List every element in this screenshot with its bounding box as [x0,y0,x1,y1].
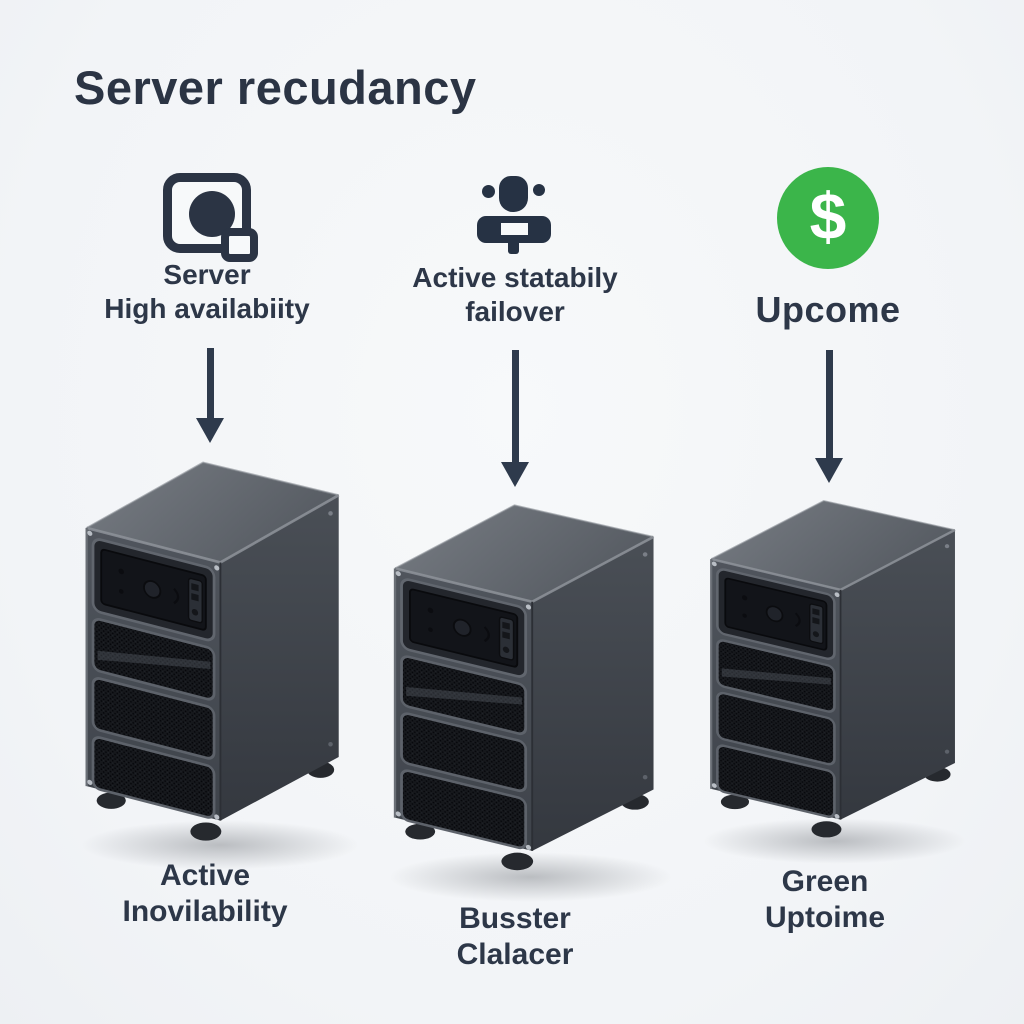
column1-bottom-label: Active Inovilability [35,858,375,930]
page-title: Server recudancy [74,61,477,114]
column2-top-label-line1: Active statabily [412,262,618,293]
photo-frame-badge-icon [221,228,258,262]
cluster-failover-icon [477,172,551,254]
column3-top-label-line1: Upcome [755,289,901,330]
column1-bottom-label-line1: Active [159,859,251,892]
server-tower-1 [73,457,346,857]
arrow-shaft [825,350,833,458]
column3-bottom-label: Green Uptoime [655,864,995,936]
column1-top-label-line1: Server [163,259,251,290]
down-arrow-3 [815,350,843,483]
arrow-head [815,458,843,483]
cluster-dot-left [482,185,495,198]
column2-top-label: Active statabily failover [345,261,685,328]
cluster-head [499,176,528,212]
dollar-circle-icon: $ [777,167,879,269]
column2-top-label-line2: failover [465,295,565,327]
dollar-glyph: $ [809,179,847,253]
photo-frame-icon [163,173,251,253]
server-tower-3 [698,496,962,852]
cluster-dot-right [533,184,545,196]
arrow-head [196,418,224,443]
cluster-slot [501,223,528,235]
column2-bottom-label-line2: Clalacer [456,938,574,971]
server-tower-2 [381,500,661,886]
arrow-shaft [206,348,214,418]
column2-bottom-label: Busster Clalacer [345,901,685,973]
column1-bottom-label-line2: Inovilability [122,895,288,928]
column3-bottom-label-line2: Uptoime [765,901,885,934]
column2-bottom-label-line1: Busster [459,902,571,935]
column3-top-label: Upcome [658,288,998,331]
cluster-tab [508,242,519,254]
column1-top-label-line2: High availabiity [104,292,310,324]
column3-bottom-label-line1: Green [781,865,869,898]
column1-top-label: Server High availabiity [37,258,377,325]
down-arrow-1 [196,348,224,443]
arrow-shaft [511,350,519,462]
arrow-head [501,462,529,487]
down-arrow-2 [501,350,529,487]
